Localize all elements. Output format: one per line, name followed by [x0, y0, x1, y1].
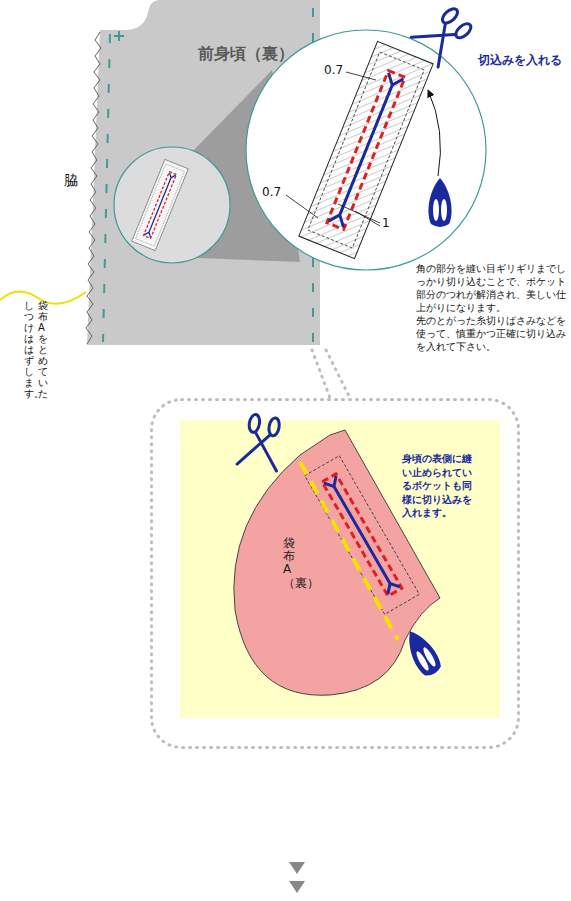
dimension-label: 1 — [382, 216, 390, 230]
note-text: 身頃の表側に縫い止められているポケットも同様に切り込みを入れます。 — [402, 452, 476, 520]
dimension-label: 0.7 — [324, 63, 343, 77]
instruction-label: 切込みを入れる — [478, 52, 562, 69]
detail-panel: 身頃の表側に縫い止められているポケットも同様に切り込みを入れます。袋布A（裏） — [150, 398, 520, 750]
note-text: しつけははずします。 — [24, 300, 34, 399]
dimension-label: 0.7 — [262, 185, 281, 199]
garment-piece: 前身頃（裏） — [80, 0, 325, 350]
side-label: 脇 — [64, 172, 78, 190]
part-label: 前身頃（裏） — [198, 44, 294, 65]
note-text: 先のとがった糸切りばさみなどを使って、慎重かつ正確に切り込みを入れて下さい。 — [416, 314, 566, 353]
part-label: 袋布A（裏） — [283, 537, 295, 590]
detail-panel-outline — [150, 398, 520, 750]
note-text: 角の部分を縫い目ギリギリまでしっかり切り込むことで、ポケット部分のつれが解消され… — [416, 262, 566, 314]
note-text: 袋布Aをとめていた — [38, 300, 48, 399]
